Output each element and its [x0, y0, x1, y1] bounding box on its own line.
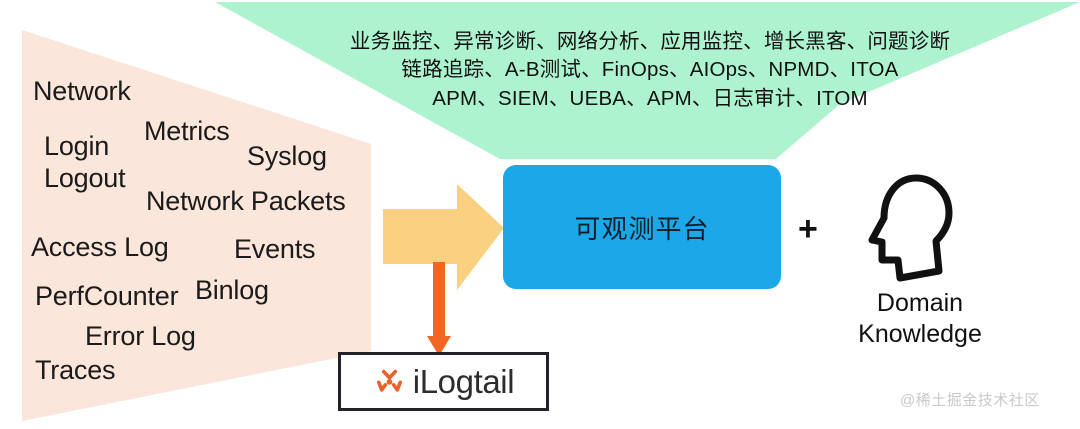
data-source-label: Network	[33, 76, 131, 106]
domain-knowledge-line-1: Domain	[876, 289, 964, 317]
data-source-label: Events	[234, 234, 316, 264]
ingest-arrow-icon	[383, 184, 504, 290]
data-source-label: Access Log	[31, 232, 169, 262]
use-cases-line-2: 链路追踪、A-B测试、FinOps、AIOps、NPMD、ITOA	[401, 58, 899, 82]
data-source-label: Traces	[35, 355, 116, 385]
watermark: @稀土掘金技术社区	[900, 392, 1040, 409]
data-source-label: PerfCounter	[35, 281, 179, 311]
use-cases-panel-shape	[215, 2, 1080, 159]
observability-platform-label: 可观测平台	[574, 213, 710, 244]
ilogtail-box[interactable]: iLogtail	[338, 352, 549, 411]
plus-icon: +	[798, 210, 818, 248]
use-cases-line-1: 业务监控、异常诊断、网络分析、应用监控、增长黑客、问题诊断	[349, 30, 951, 53]
use-cases-text: 业务监控、异常诊断、网络分析、应用监控、增长黑客、问题诊断 链路追踪、A-B测试…	[300, 28, 1000, 113]
use-cases-line-3: APM、SIEM、UEBA、APM、日志审计、ITOM	[432, 86, 868, 110]
ilogtail-label: iLogtail	[412, 363, 515, 400]
data-source-label: Login	[44, 131, 110, 161]
data-source-label: Metrics	[144, 116, 230, 146]
domain-knowledge-line-2: Knowledge	[858, 319, 982, 348]
head-profile-icon	[868, 174, 953, 282]
collector-arrow-icon	[427, 262, 451, 356]
observability-platform-box[interactable]: 可观测平台	[503, 165, 781, 289]
data-source-label: Network Packets	[146, 186, 346, 216]
data-source-label: Syslog	[247, 141, 327, 171]
data-source-label: Error Log	[85, 321, 196, 351]
ilogtail-logo-icon	[376, 369, 402, 392]
data-source-label: Binlog	[195, 275, 269, 305]
data-source-label: Logout	[44, 163, 126, 193]
domain-knowledge-label: Domain Knowledge	[830, 288, 1010, 349]
data-sources-panel-shape	[22, 30, 371, 421]
